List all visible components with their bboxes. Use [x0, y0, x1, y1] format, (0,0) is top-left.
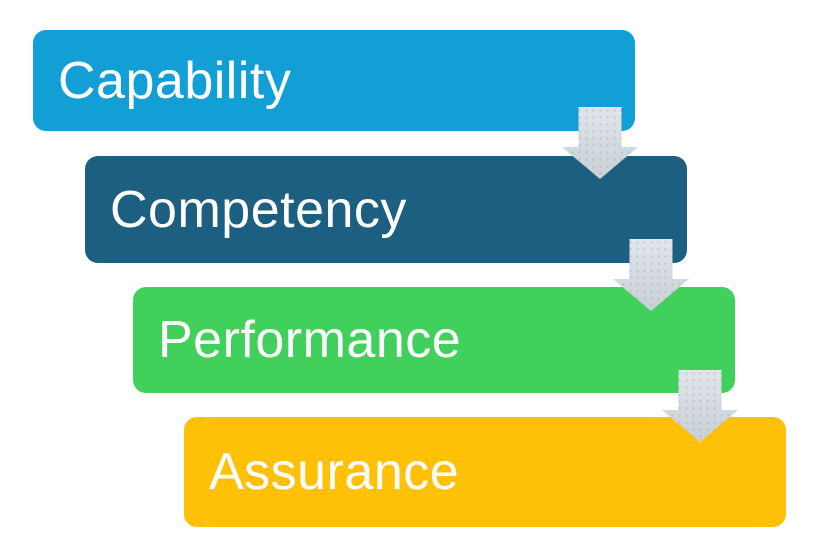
- step-box-competency: Competency: [85, 156, 687, 263]
- step-label-competency: Competency: [110, 180, 407, 239]
- step-box-capability: Capability: [33, 30, 635, 131]
- step-label-performance: Performance: [158, 311, 462, 369]
- step-box-performance: Performance: [133, 287, 735, 393]
- step-label-assurance: Assurance: [209, 443, 460, 501]
- step-label-capability: Capability: [58, 51, 292, 110]
- step-box-assurance: Assurance: [184, 417, 786, 527]
